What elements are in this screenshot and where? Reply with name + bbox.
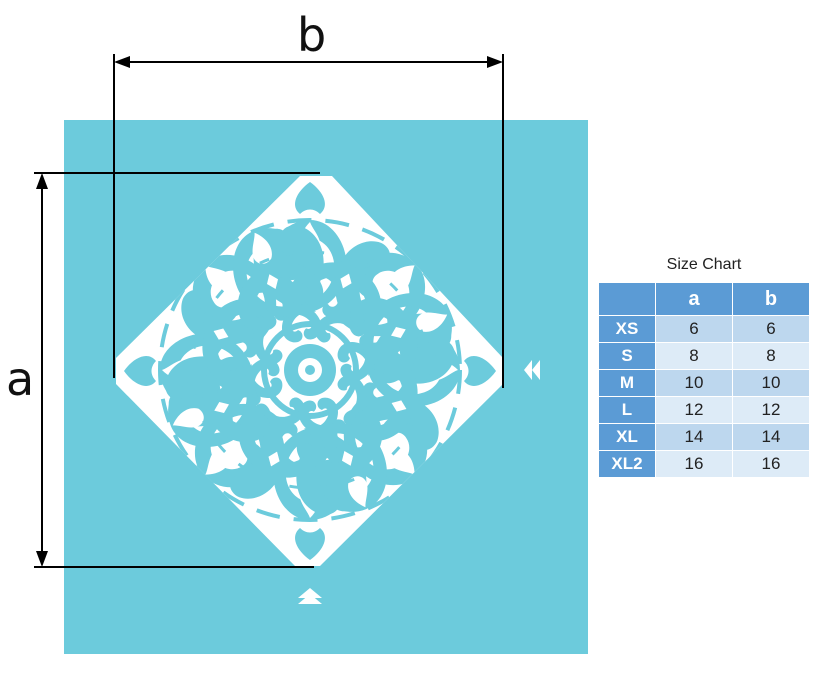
dimension-a-lines	[34, 172, 320, 568]
size-chart-table: a b XS 6 6 S 8 8 M 10 10	[598, 282, 810, 478]
size-b-value: 12	[732, 396, 810, 424]
table-row: L 12 12	[598, 396, 810, 424]
size-chart-header-row: a b	[598, 282, 810, 316]
table-row: XS 6 6	[598, 315, 810, 343]
table-row: M 10 10	[598, 369, 810, 397]
size-label: S	[598, 342, 656, 370]
size-chart: Size Chart a b XS 6 6 S 8 8	[598, 252, 810, 478]
dimension-b-lines	[113, 54, 504, 388]
size-label: XS	[598, 315, 656, 343]
size-label: XL2	[598, 450, 656, 478]
size-a-value: 8	[655, 342, 733, 370]
size-b-value: 10	[732, 369, 810, 397]
table-row: XL 14 14	[598, 423, 810, 451]
size-a-value: 14	[655, 423, 733, 451]
size-chart-title: Size Chart	[666, 256, 742, 273]
dimension-label-b: b	[297, 8, 327, 62]
size-label: L	[598, 396, 656, 424]
size-b-value: 8	[732, 342, 810, 370]
size-a-value: 6	[655, 315, 733, 343]
size-b-value: 6	[732, 315, 810, 343]
size-b-value: 14	[732, 423, 810, 451]
size-a-value: 12	[655, 396, 733, 424]
header-size	[598, 282, 656, 316]
header-b: b	[732, 282, 810, 316]
registration-arrow-bottom-icon	[298, 588, 322, 604]
size-label: XL	[598, 423, 656, 451]
header-a: a	[655, 282, 733, 316]
registration-arrow-right-icon	[524, 360, 540, 380]
table-row: S 8 8	[598, 342, 810, 370]
size-label: M	[598, 369, 656, 397]
table-row: XL2 16 16	[598, 450, 810, 478]
size-a-value: 10	[655, 369, 733, 397]
size-b-value: 16	[732, 450, 810, 478]
ornament-pattern	[116, 176, 503, 566]
size-a-value: 16	[655, 450, 733, 478]
dimension-label-a: a	[6, 352, 35, 406]
